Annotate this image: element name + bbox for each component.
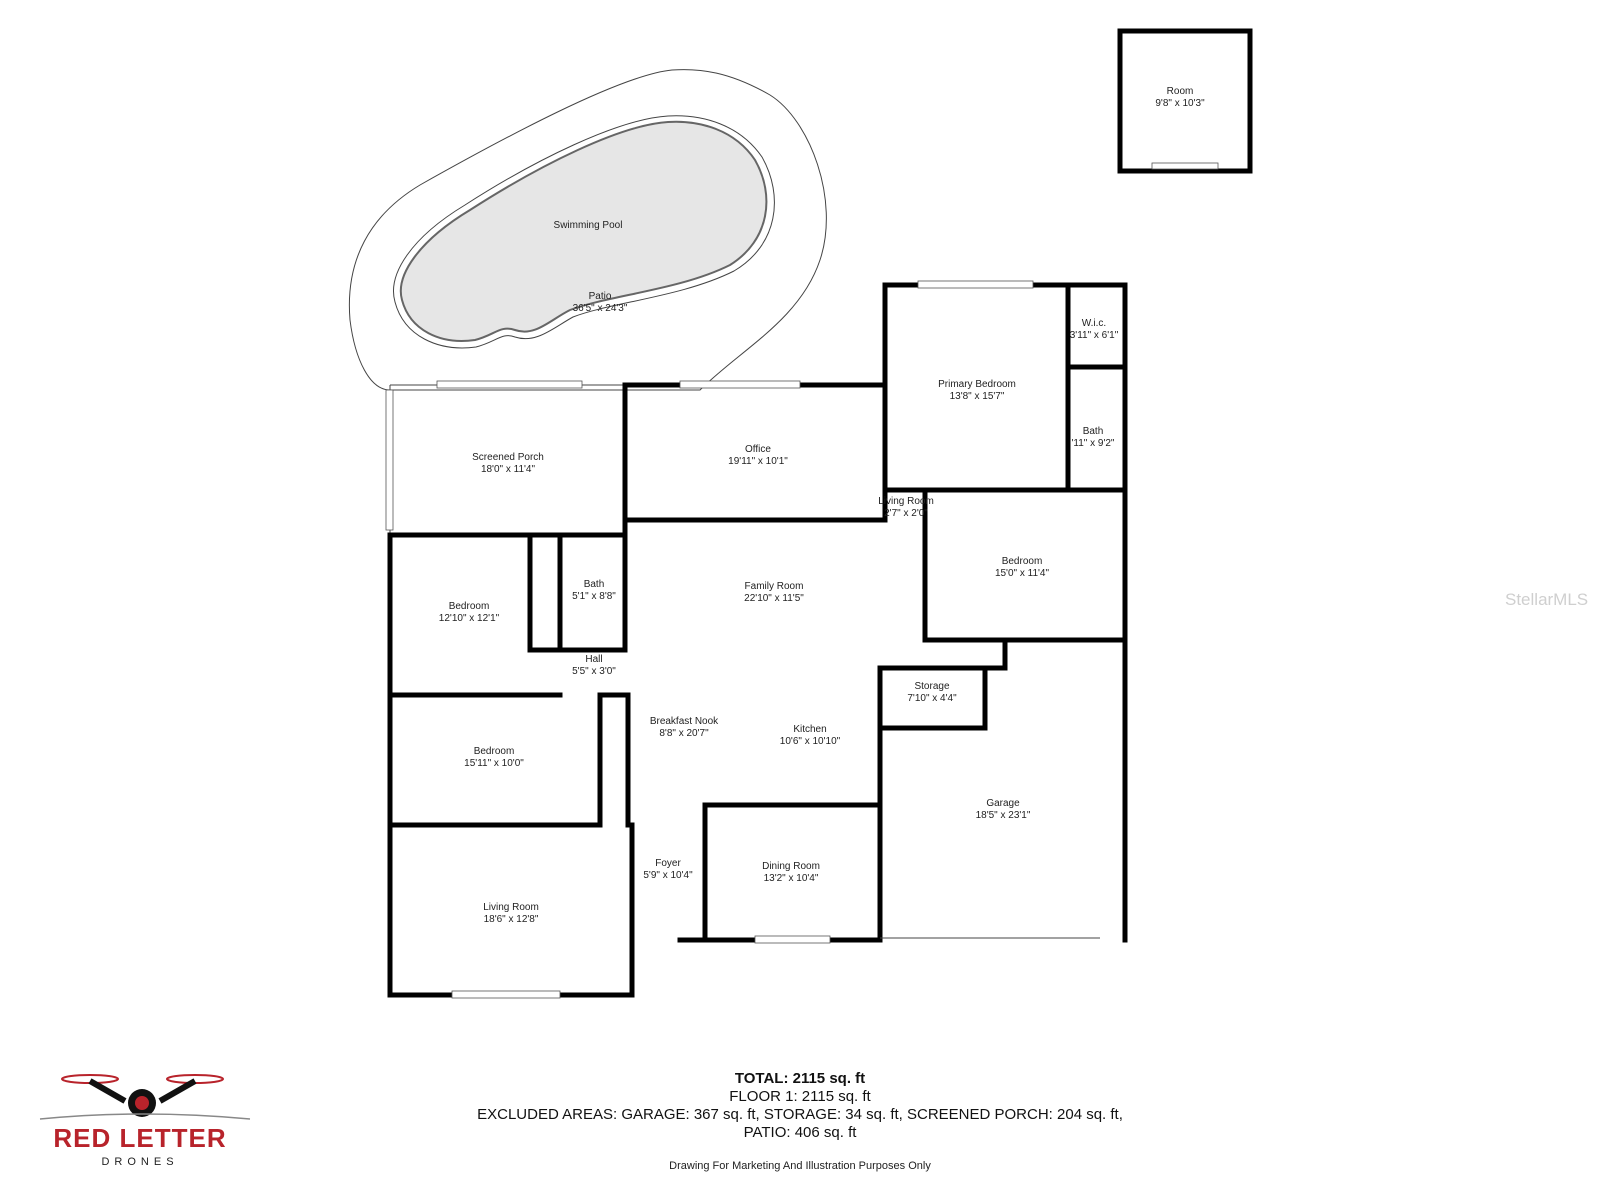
bedroom-east-dims: 15'0" x 11'4" xyxy=(995,568,1050,579)
kitchen-name: Kitchen xyxy=(793,724,826,735)
window-icon xyxy=(679,380,801,389)
excluded-areas-patio: PATIO: 406 sq. ft xyxy=(743,1124,857,1141)
wic-dims: 3'11" x 6'1" xyxy=(1070,330,1119,341)
bedroom-west-name: Bedroom xyxy=(449,601,490,612)
bath-west-name: Bath xyxy=(584,579,605,590)
pool-coping xyxy=(393,115,775,349)
storage-dims: 7'10" x 4'4" xyxy=(907,693,957,704)
garage-name: Garage xyxy=(986,798,1020,809)
disclaimer: Drawing For Marketing And Illustration P… xyxy=(669,1160,931,1172)
swimming-pool-shape xyxy=(399,120,768,342)
window-icon xyxy=(754,935,831,944)
primary-bath-dims: '11" x 9'2" xyxy=(1072,438,1115,449)
window-icon xyxy=(451,990,561,999)
family-room-name: Family Room xyxy=(745,581,804,592)
company-logo: RED LETTER DRONES xyxy=(30,1065,260,1175)
swimming-pool-name: Swimming Pool xyxy=(554,220,623,231)
patio-dims: 36'5" x 24'3" xyxy=(573,303,628,314)
window-icon xyxy=(436,380,583,389)
primary-bath-name: Bath xyxy=(1083,426,1104,437)
house-walls xyxy=(385,280,1128,999)
patio-name: Patio xyxy=(589,291,612,302)
detached-room-name: Room xyxy=(1167,86,1194,97)
family-room-dims: 22'10" x 11'5" xyxy=(744,593,804,604)
dining-room-dims: 13'2" x 10'4" xyxy=(764,873,819,884)
drone-icon xyxy=(39,1074,251,1120)
foyer-name: Foyer xyxy=(655,858,681,869)
garage-dims: 18'5" x 23'1" xyxy=(976,810,1031,821)
window-icon xyxy=(917,280,1034,289)
office-name: Office xyxy=(745,444,771,455)
bedroom-south-name: Bedroom xyxy=(474,746,515,757)
living-room-small-dims: 2'7" x 2'0" xyxy=(884,508,928,519)
bedroom-east-name: Bedroom xyxy=(1002,556,1043,567)
bath-west-dims: 5'1" x 8'8" xyxy=(572,591,616,602)
excluded-areas: EXCLUDED AREAS: GARAGE: 367 sq. ft, STOR… xyxy=(477,1106,1123,1123)
breakfast-nook-dims: 8'8" x 20'7" xyxy=(659,728,709,739)
total-area: TOTAL: 2115 sq. ft xyxy=(734,1070,866,1087)
primary-bedroom-name: Primary Bedroom xyxy=(938,379,1016,390)
logo-subtitle: DRONES xyxy=(101,1156,179,1168)
door-icon xyxy=(1151,162,1219,170)
storage-name: Storage xyxy=(914,681,949,692)
hall-name: Hall xyxy=(585,654,602,665)
office-dims: 19'11" x 10'1" xyxy=(728,456,788,467)
detached-room-dims: 9'8" x 10'3" xyxy=(1155,98,1205,109)
bedroom-south-dims: 15'11" x 10'0" xyxy=(464,758,524,769)
logo-name: RED LETTER xyxy=(53,1123,227,1153)
watermark: StellarMLS xyxy=(1505,590,1589,609)
detached-room-walls xyxy=(1117,28,1253,174)
kitchen-dims: 10'6" x 10'10" xyxy=(780,736,841,747)
screened-porch-dims: 18'0" x 11'4" xyxy=(481,464,536,475)
bedroom-west-dims: 12'10" x 12'1" xyxy=(439,613,500,624)
foyer-dims: 5'9" x 10'4" xyxy=(643,870,693,881)
floor-area: FLOOR 1: 2115 sq. ft xyxy=(729,1088,871,1105)
area-summary: TOTAL: 2115 sq. ft FLOOR 1: 2115 sq. ft … xyxy=(400,1070,1200,1142)
screened-porch-name: Screened Porch xyxy=(472,452,544,463)
room-labels: Room 9'8" x 10'3" Swimming Pool Patio 36… xyxy=(439,86,1205,925)
living-room-small-name: Living Room xyxy=(878,496,934,507)
living-room-name: Living Room xyxy=(483,902,539,913)
window-icon xyxy=(385,389,394,531)
hall-dims: 5'5" x 3'0" xyxy=(572,666,616,677)
breakfast-nook-name: Breakfast Nook xyxy=(650,716,719,727)
dining-room-name: Dining Room xyxy=(762,861,820,872)
primary-bedroom-dims: 13'8" x 15'7" xyxy=(950,391,1005,402)
storage-walls xyxy=(877,665,988,731)
living-room-dims: 18'6" x 12'8" xyxy=(484,914,539,925)
wic-name: W.i.c. xyxy=(1082,318,1106,329)
